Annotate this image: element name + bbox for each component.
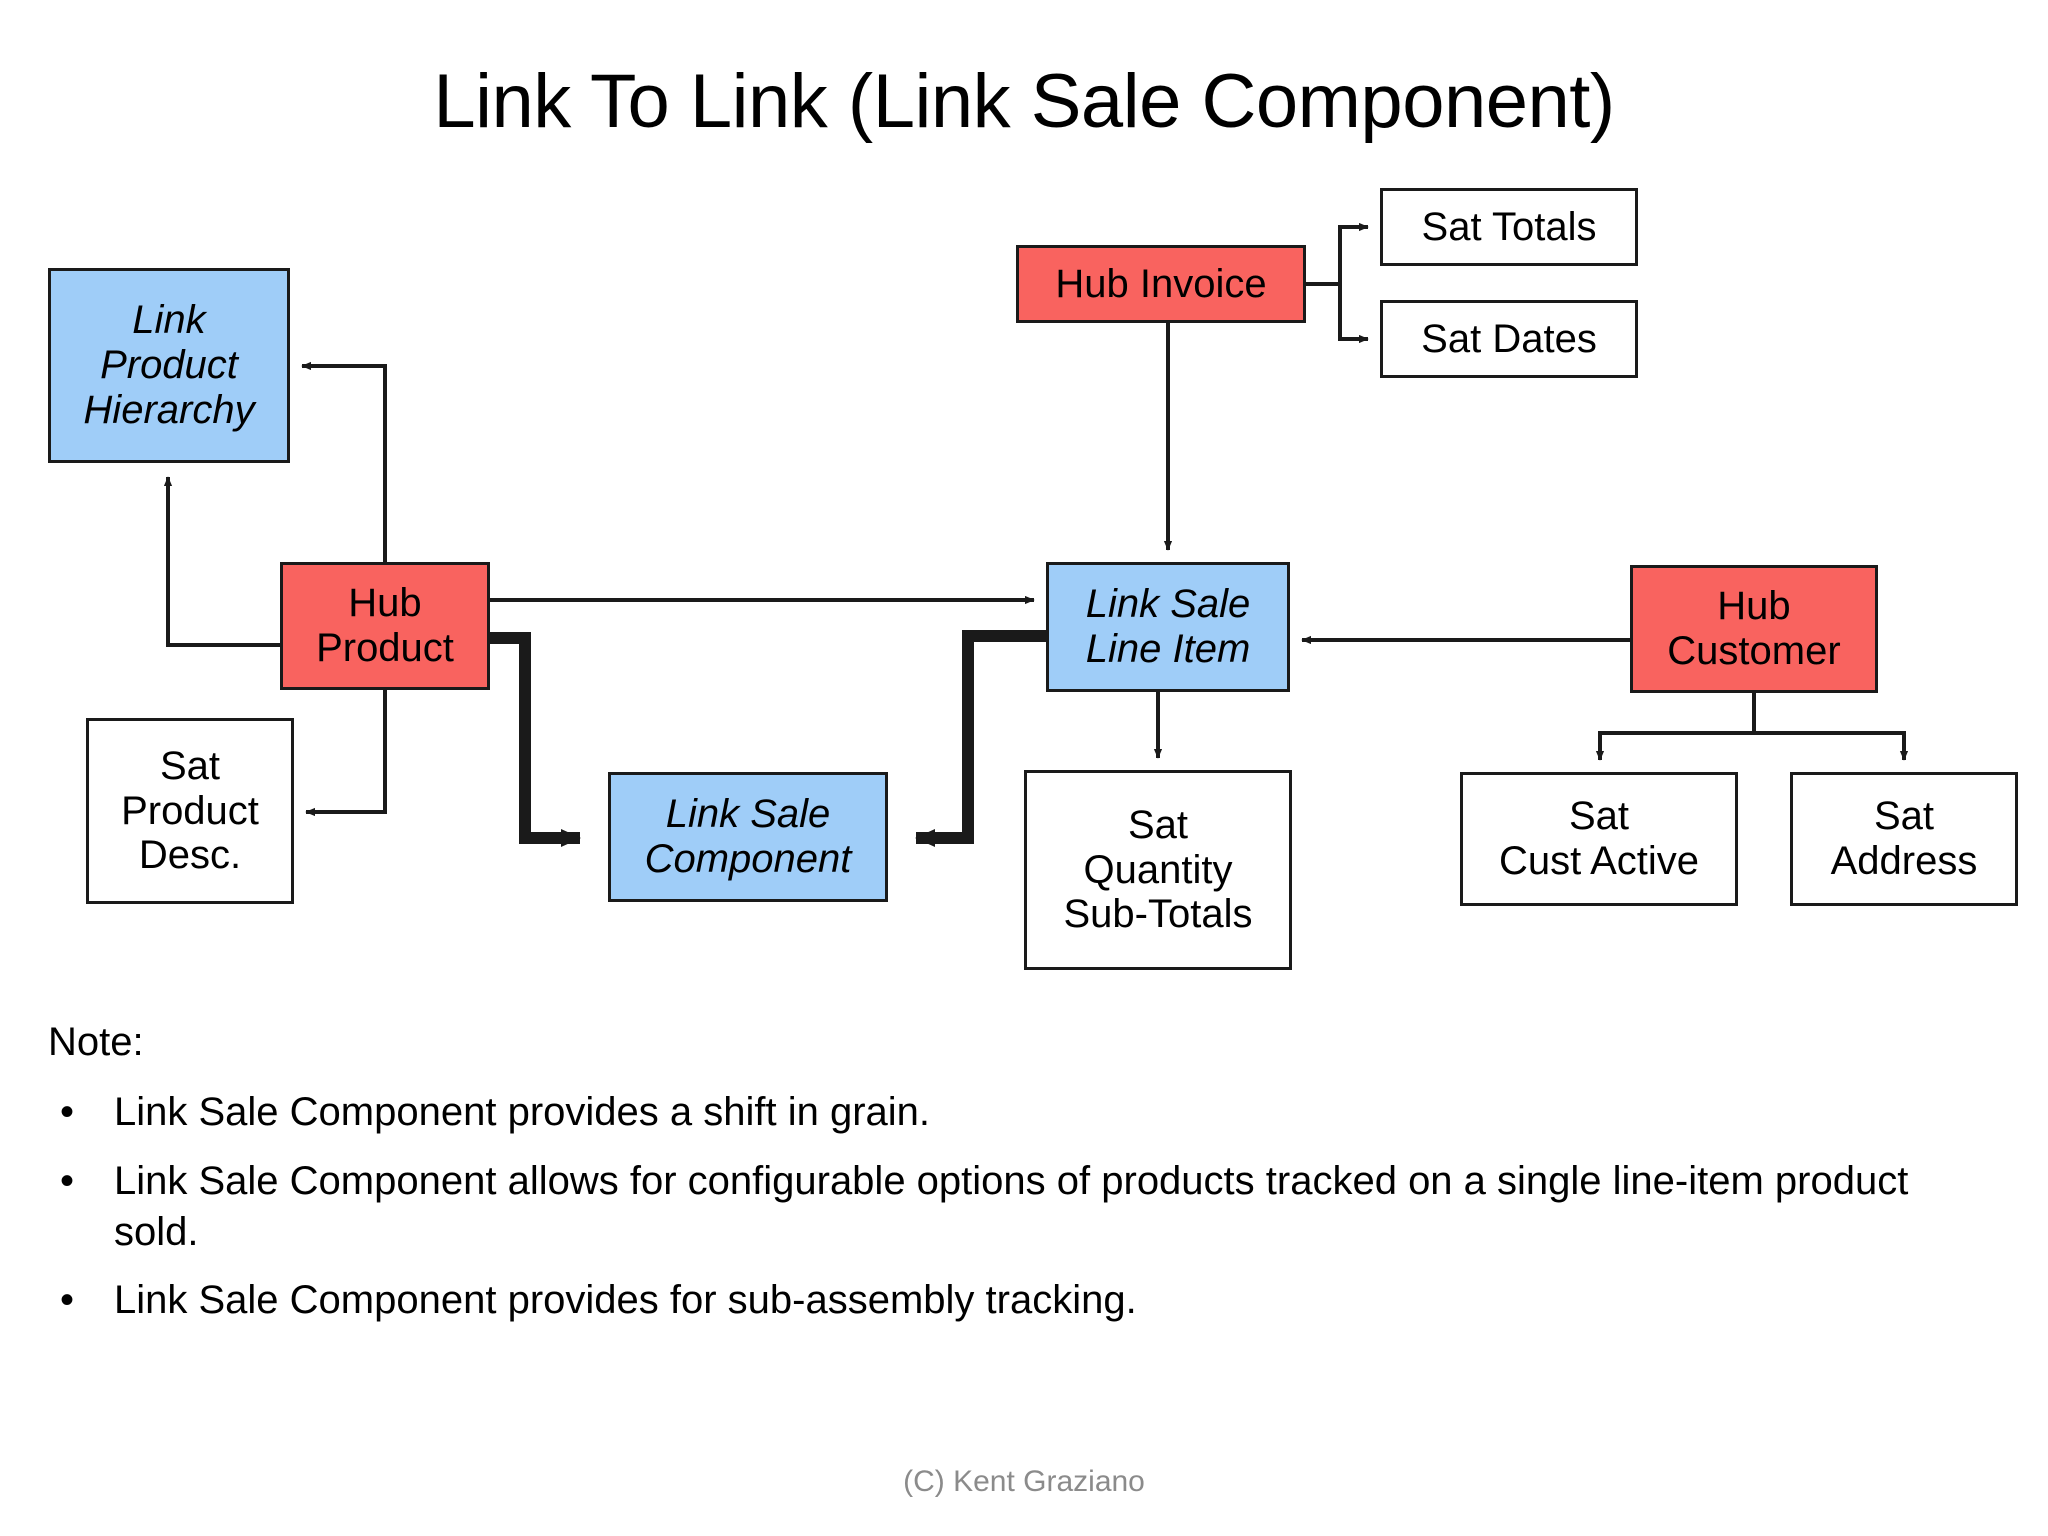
edge-hub-product-hierarchy-right — [301, 361, 387, 562]
node-sat-address[interactable]: Sat Address — [1790, 772, 2018, 906]
notes-section: Note: • Link Sale Component provides a s… — [48, 1020, 2008, 1344]
edge-link-sale-line-item-link-sale-component — [915, 630, 1046, 847]
edge-hub-invoice-sat-dates — [1306, 282, 1369, 344]
node-label: Sat Address — [1830, 794, 1978, 883]
node-hub-customer[interactable]: Hub Customer — [1630, 565, 1878, 693]
note-item: • Link Sale Component provides for sub-a… — [48, 1275, 2008, 1326]
edge-hub-product-link-sale-component — [490, 632, 581, 847]
node-link-sale-component[interactable]: Link Sale Component — [608, 772, 888, 902]
node-hub-invoice[interactable]: Hub Invoice — [1016, 245, 1306, 323]
edge-hub-product-hierarchy-bottom — [163, 476, 280, 647]
node-label: Hub Invoice — [1055, 261, 1267, 306]
node-sat-totals[interactable]: Sat Totals — [1380, 188, 1638, 266]
node-label: Sat Cust Active — [1498, 794, 1700, 883]
bullet-icon: • — [60, 1090, 75, 1134]
note-text: Link Sale Component allows for configura… — [114, 1158, 1909, 1254]
edge-hub-product-sat-product-desc — [305, 690, 387, 817]
note-item: • Link Sale Component allows for configu… — [48, 1156, 2008, 1258]
note-item: • Link Sale Component provides a shift i… — [48, 1087, 2008, 1138]
node-label: Sat Totals — [1421, 204, 1597, 249]
bullet-icon: • — [60, 1158, 75, 1203]
node-label: Link Sale Component — [644, 792, 852, 881]
node-label: Hub Product — [316, 581, 454, 670]
diagram-canvas: Link Product Hierarchy Hub Product Sat P… — [48, 188, 2018, 970]
node-label: Sat Dates — [1421, 316, 1597, 361]
diagram-edges — [163, 222, 1909, 847]
note-text: Link Sale Component provides for sub-ass… — [114, 1278, 1137, 1323]
edge-hub-customer-sat-cust-active — [1595, 693, 1756, 761]
edge-hub-customer-sat-address — [1752, 693, 1909, 761]
node-label: Sat Product Desc. — [121, 743, 259, 878]
notes-heading: Note: — [48, 1020, 144, 1064]
node-label: Link Product Hierarchy — [83, 298, 255, 432]
node-link-sale-line-item[interactable]: Link Sale Line Item — [1046, 562, 1290, 692]
node-link-product-hierarchy[interactable]: Link Product Hierarchy — [48, 268, 290, 463]
page-title: Link To Link (Link Sale Component) — [433, 59, 1615, 144]
node-hub-product[interactable]: Hub Product — [280, 562, 490, 690]
node-sat-cust-active[interactable]: Sat Cust Active — [1460, 772, 1738, 906]
node-label: Link Sale Line Item — [1085, 582, 1251, 671]
copyright-footer: (C) Kent Graziano — [903, 1465, 1145, 1498]
edge-hub-invoice-sat-totals — [1306, 222, 1369, 286]
bullet-icon: • — [60, 1278, 75, 1323]
note-text: Link Sale Component provides a shift in … — [114, 1090, 931, 1134]
node-sat-quantity-sub-totals[interactable]: Sat Quantity Sub-Totals — [1024, 770, 1292, 970]
node-sat-product-desc[interactable]: Sat Product Desc. — [86, 718, 294, 904]
node-label: Sat Quantity Sub-Totals — [1063, 802, 1253, 937]
node-label: Hub Customer — [1667, 584, 1841, 673]
node-sat-dates[interactable]: Sat Dates — [1380, 300, 1638, 378]
